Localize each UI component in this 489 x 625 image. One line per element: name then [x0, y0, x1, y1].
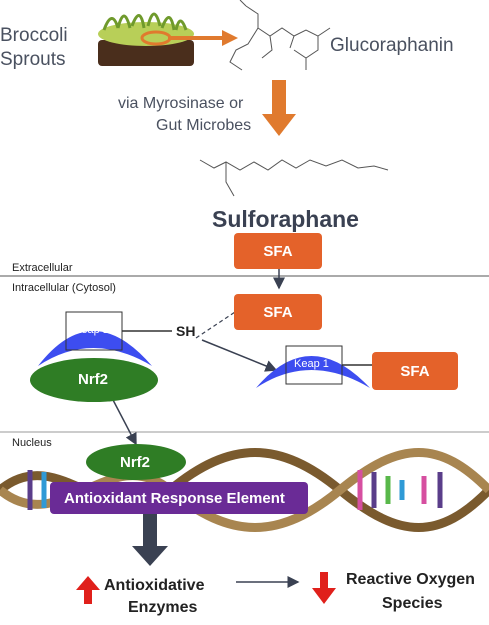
extracellular-label: Extracellular: [12, 262, 73, 274]
ros-label-line2: Species: [382, 595, 443, 612]
ros-label-line1: Reactive Oxygen: [346, 571, 475, 588]
nrf2-ellipse-nucleus: [86, 444, 186, 480]
sulforaphane-label: Sulforaphane: [212, 206, 359, 232]
glucoraphanin-label: Glucoraphanin: [330, 35, 454, 56]
sulforaphane-structure: [199, 159, 389, 197]
sfa-box-bound: SFA: [372, 352, 458, 390]
are-induction-arrow: [143, 514, 157, 548]
nrf2-translocation-arrow: [111, 397, 137, 446]
sfa-box-intracellular: SFA: [234, 294, 322, 330]
keap1-label-right: Keap 1: [294, 358, 329, 370]
enzyme-label-line2: Gut Microbes: [156, 117, 252, 134]
nucleus-label: Nucleus: [12, 437, 52, 449]
sh-binding-dashed: [195, 309, 239, 339]
up-arrow-icon: [76, 576, 100, 604]
intracellular-label: Intracellular (Cytosol): [12, 282, 116, 294]
keap1-crescent-right: [256, 356, 370, 388]
antioxidative-label-line2: Enzymes: [128, 599, 198, 616]
nrf2-label-cytosol: Nrf2: [78, 371, 109, 388]
are-label: Antioxidant Response Element: [64, 490, 285, 507]
enzyme-label-line1: via Myrosinase or: [118, 95, 244, 112]
broccoli-label-line2: Sprouts: [0, 49, 66, 70]
down-arrow-icon: [312, 572, 336, 604]
keap1-sfa-arrow: [201, 339, 278, 372]
keap1-label-left: Keap 1: [74, 324, 109, 336]
nrf2-label-nucleus: Nrf2: [120, 454, 151, 471]
conversion-arrow: [272, 80, 286, 116]
nrf2-ellipse-cytosol: [30, 358, 158, 402]
glucoraphanin-structure: [229, 0, 331, 71]
are-box: [50, 482, 308, 514]
sfa-box-extracellular: SFA: [234, 233, 322, 269]
broccoli-label-line1: Broccoli: [0, 25, 68, 46]
antioxidative-label-line1: Antioxidative: [104, 577, 205, 594]
sh-label: SH: [176, 323, 196, 339]
